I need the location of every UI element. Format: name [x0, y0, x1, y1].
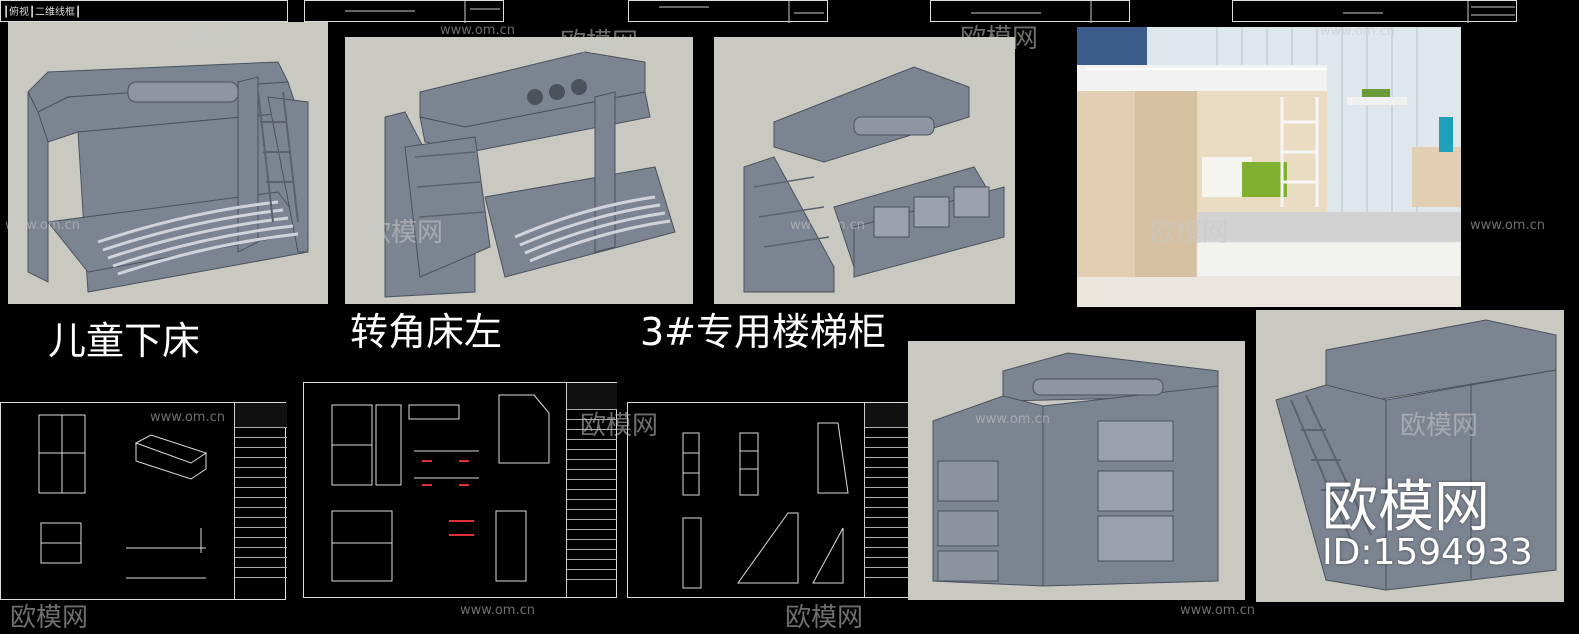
cad-sheet-stair-cabinet: [627, 402, 910, 598]
caption-corner-bed: 转角床左: [350, 310, 503, 354]
render-loft-desk: [908, 341, 1245, 600]
caption-bunk-bed: 儿童下床: [48, 319, 201, 363]
room-scene: [1077, 27, 1461, 307]
room-photo-render: [1077, 27, 1461, 307]
cad-drawing-stair-cabinet: [682, 422, 849, 589]
render-stair-cabinet: [714, 37, 1015, 304]
watermark-url: www.om.cn: [440, 23, 515, 38]
brand-name: 欧模网: [1322, 475, 1490, 540]
cad-sheet-top-1: ┃俯视┃二维线框┃: [0, 0, 288, 22]
corner-bed-model: [384, 51, 676, 298]
stair-cabinet-model: [743, 66, 1005, 293]
cad-drawing-corner-bed: [331, 394, 550, 582]
watermark-url: www.om.cn: [1180, 603, 1255, 618]
cad-drawing-bunk-bed: [38, 414, 208, 579]
cad-sheet-bunk-bed: [0, 402, 287, 600]
watermark-url: www.om.cn: [460, 603, 535, 618]
cad-sheet-top-5: [1232, 0, 1517, 23]
cad-sheet-top-3: [628, 0, 828, 23]
watermark-url: www.om.cn: [1470, 218, 1545, 233]
cad-sheet-top-2: [304, 0, 504, 23]
title-block: [566, 383, 617, 597]
model-id: ID:1594933: [1322, 532, 1533, 573]
cad-sheet-top-4: [930, 0, 1130, 23]
loft-wardrobe-model: [1275, 319, 1557, 591]
bunk-bed-model: [27, 61, 309, 293]
render-loft-wardrobe: [1256, 310, 1564, 602]
title-block: [234, 403, 287, 599]
viewport-label: ┃俯视┃二维线框┃: [3, 7, 82, 18]
cad-sheet-corner-bed: [303, 382, 617, 598]
watermark-logo: 欧模网: [785, 603, 864, 633]
caption-stair-cabinet: 3#专用楼梯柜: [640, 310, 887, 354]
render-corner-bed: [345, 37, 693, 304]
loft-desk-model: [932, 352, 1219, 587]
watermark-logo: 欧模网: [10, 603, 89, 633]
title-block: [864, 403, 910, 597]
render-bunk-bed: [8, 22, 328, 304]
